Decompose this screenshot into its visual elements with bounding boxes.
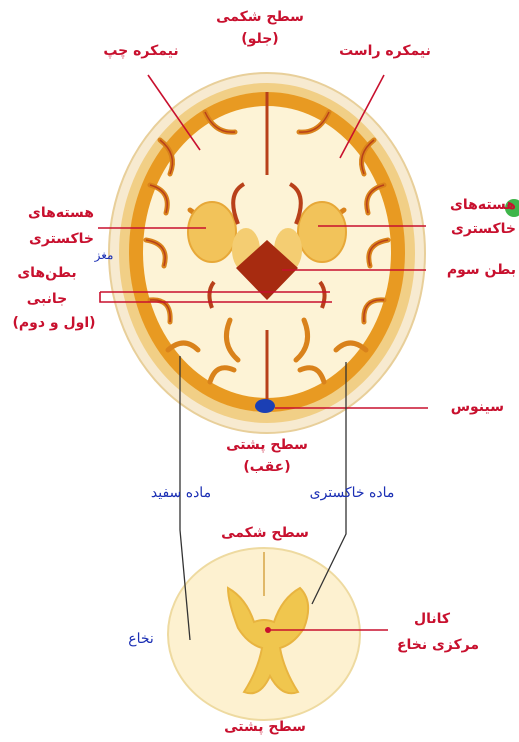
label-nuclei-right-2: خاکستری	[424, 220, 516, 238]
label-gray-matter: ماده خاکستری	[292, 484, 412, 502]
label-third-ventricle: بطن سوم	[428, 261, 516, 279]
label-white-matter: ماده سفید	[126, 484, 236, 502]
label-front: (جلو)	[220, 30, 300, 48]
label-left-hemisphere: نیمکره چپ	[86, 42, 196, 60]
label-ventral-top: سطح شکمی	[210, 8, 310, 26]
brain-section	[109, 73, 425, 433]
label-nuclei-left-2: خاکستری	[4, 230, 94, 248]
label-nuclei-left-1: هسته‌های	[4, 204, 94, 222]
sinus	[255, 399, 275, 413]
label-dorsal-top: سطح پشتی	[222, 436, 312, 454]
label-right-hemisphere: نیمکره راست	[320, 42, 450, 60]
spinal-cord-section	[168, 548, 360, 720]
label-spinal-cord: نخاع	[116, 630, 166, 648]
label-brain: مغز	[84, 246, 124, 264]
label-sinus: سینوس	[430, 398, 504, 416]
label-lateral-ventricles-2: جانبی	[4, 290, 90, 308]
label-lateral-ventricles-3: (اول و دوم)	[2, 314, 106, 332]
label-ventral-spinal: سطح شکمی	[215, 524, 315, 542]
label-back: (عقب)	[232, 458, 302, 476]
gray-nuclei-right	[298, 202, 346, 262]
label-central-canal-2: مرکزی نخاع	[378, 636, 498, 654]
label-lateral-ventricles-1: بطن‌های	[4, 264, 90, 282]
label-dorsal-spinal: سطح پشتی	[215, 718, 315, 736]
label-nuclei-right-1: هسته‌های	[424, 196, 516, 214]
gray-nuclei-left	[188, 202, 236, 262]
label-central-canal-1: کانال	[392, 610, 472, 628]
